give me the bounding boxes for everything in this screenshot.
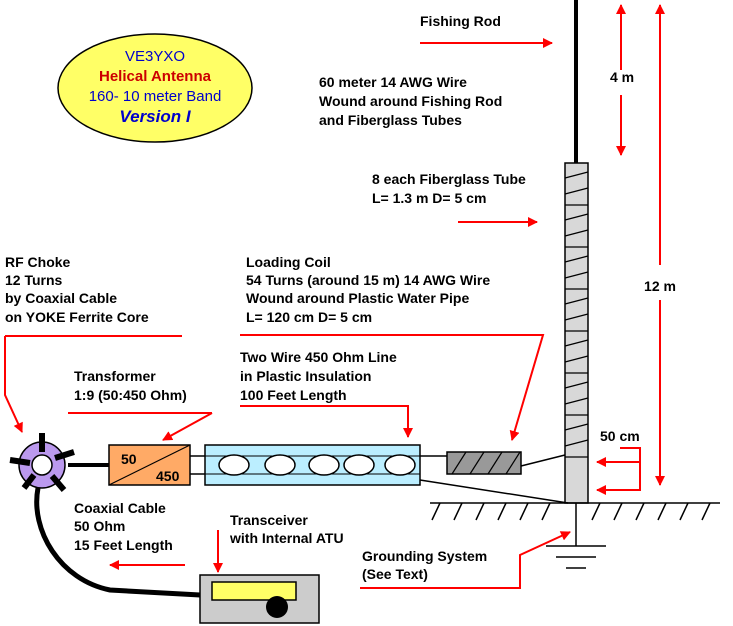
ground-symbol (546, 503, 606, 569)
label-wire-line3: and Fiberglass Tubes (319, 112, 462, 128)
label-fishing-rod: Fishing Rod (420, 13, 501, 29)
label-rf-choke-line2: 12 Turns (5, 272, 63, 288)
label-fiberglass: 8 each Fiberglass Tube L= 1.3 m D= 5 cm (372, 171, 526, 206)
label-loading-coil-line3: Wound around Plastic Water Pipe (246, 290, 469, 306)
dim-50cm-lower-arrow (596, 462, 641, 495)
label-transformer-line2: 1:9 (50:450 Ohm) (74, 387, 187, 403)
label-coax-line1: Coaxial Cable (74, 500, 166, 516)
dimension-4m: 4 m (610, 69, 634, 85)
transceiver (199, 574, 320, 624)
helical-winding (564, 171, 589, 447)
label-coax: Coaxial Cable 50 Ohm 15 Feet Length (74, 500, 173, 553)
coax-cable (34, 487, 201, 598)
label-transformer-line1: Transformer (74, 368, 156, 384)
loading-coil (446, 451, 566, 475)
rf-choke (9, 433, 75, 492)
transceiver-display (211, 581, 297, 601)
label-transceiver-line1: Transceiver (230, 512, 308, 528)
label-wire-line1: 60 meter 14 AWG Wire (319, 74, 467, 90)
label-fiberglass-line1: 8 each Fiberglass Tube (372, 171, 526, 187)
label-loading-coil-line2: 54 Turns (around 15 m) 14 AWG Wire (246, 272, 490, 288)
rf-choke-arrow (4, 336, 23, 433)
label-grounding-line2: (See Text) (362, 566, 428, 582)
title-version: Version I (119, 107, 191, 126)
title-badge: VE3YXO Helical Antenna 160- 10 meter Ban… (57, 33, 253, 143)
label-loading-coil-line4: L= 120 cm D= 5 cm (246, 309, 372, 325)
transformer: 50 450 (108, 444, 191, 486)
label-wire: 60 meter 14 AWG Wire Wound around Fishin… (319, 74, 502, 128)
label-rf-choke-line3: by Coaxial Cable (5, 290, 117, 306)
title-antenna: Helical Antenna (99, 68, 212, 85)
two-wire-arrow (240, 405, 413, 438)
label-rf-choke-line1: RF Choke (5, 254, 71, 270)
ground-line (430, 502, 720, 521)
label-rf-choke: RF Choke 12 Turns by Coaxial Cable on YO… (5, 254, 149, 325)
transceiver-knob (266, 596, 288, 618)
label-coax-line3: 15 Feet Length (74, 537, 173, 553)
dim-50cm-upper-arrow (596, 447, 641, 467)
title-band: 160- 10 meter Band (89, 88, 222, 105)
dimension-12m: 12 m (644, 278, 676, 294)
label-grounding-line1: Grounding System (362, 548, 487, 564)
transformer-secondary: 450 (156, 468, 180, 484)
transformer-primary: 50 (121, 451, 137, 467)
loading-coil-arrow (240, 334, 545, 441)
ground-return-wire (419, 479, 569, 504)
label-fiberglass-line2: L= 1.3 m D= 5 cm (372, 190, 486, 206)
label-grounding: Grounding System (See Text) (362, 548, 487, 582)
grounding-arrow (360, 531, 571, 589)
label-two-wire-line1: Two Wire 450 Ohm Line (240, 349, 397, 365)
label-transceiver-line2: with Internal ATU (229, 530, 344, 546)
label-transformer: Transformer 1:9 (50:450 Ohm) (74, 368, 187, 403)
dimension-50cm: 50 cm (600, 428, 640, 444)
transformer-arrow (162, 412, 213, 441)
label-coax-line2: 50 Ohm (74, 518, 125, 534)
title-callsign: VE3YXO (125, 48, 185, 65)
label-wire-line2: Wound around Fishing Rod (319, 93, 502, 109)
label-two-wire-line2: in Plastic Insulation (240, 368, 371, 384)
label-two-wire: Two Wire 450 Ohm Line in Plastic Insulat… (240, 349, 397, 403)
label-loading-coil-line1: Loading Coil (246, 254, 331, 270)
label-rf-choke-line4: on YOKE Ferrite Core (5, 309, 149, 325)
title-badge-ellipse (57, 33, 253, 143)
label-two-wire-line3: 100 Feet Length (240, 387, 347, 403)
label-loading-coil: Loading Coil 54 Turns (around 15 m) 14 A… (246, 254, 490, 325)
fiberglass-tube (564, 162, 589, 504)
two-wire-line (190, 444, 447, 486)
label-transceiver: Transceiver with Internal ATU (229, 512, 344, 546)
